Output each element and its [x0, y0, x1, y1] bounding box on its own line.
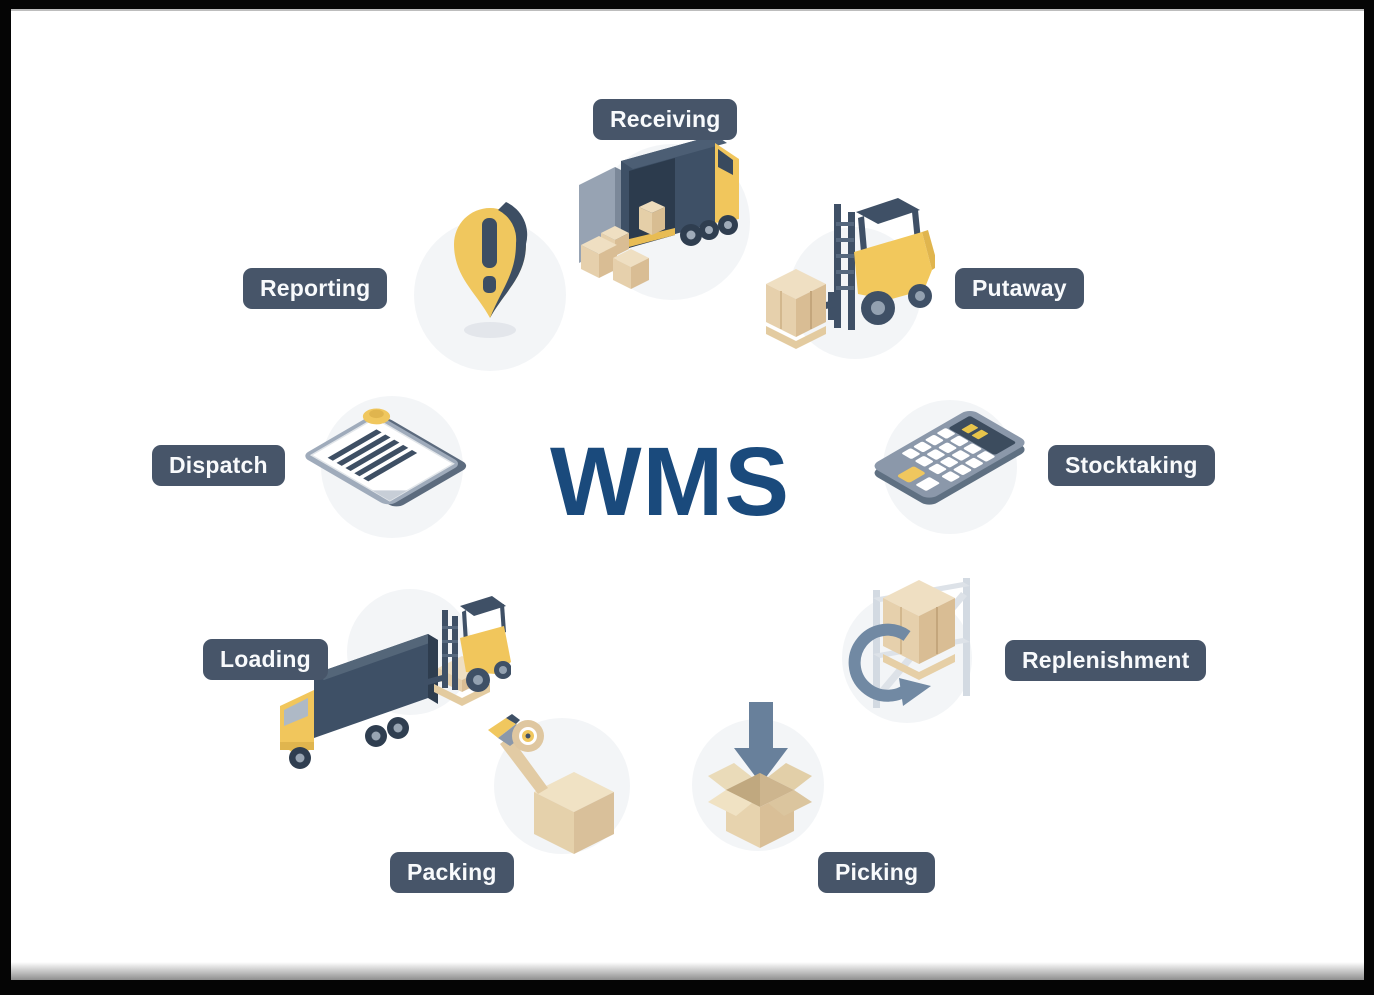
- label-packing: Packing: [390, 852, 514, 893]
- truck-forklift-loading-icon: [280, 596, 511, 769]
- frame-edge-left: [0, 0, 11, 995]
- label-replenishment-text: Replenishment: [1022, 647, 1190, 673]
- label-stocktaking-text: Stocktaking: [1065, 452, 1198, 478]
- label-stocktaking: Stocktaking: [1048, 445, 1215, 486]
- alert-location-pin-icon: [454, 202, 528, 338]
- delivery-truck-unloading-icon: [579, 135, 739, 289]
- frame-edge-top: [0, 0, 1374, 9]
- center-title: WMS: [549, 427, 791, 536]
- label-receiving-text: Receiving: [610, 106, 721, 132]
- forklift-pallet-icon: [766, 198, 935, 349]
- label-reporting-text: Reporting: [260, 275, 371, 301]
- frame-top-line: [0, 9, 1374, 11]
- frame-edge-right: [1364, 0, 1374, 995]
- tape-dispenser-box-icon: [488, 714, 614, 854]
- label-loading-text: Loading: [220, 646, 311, 672]
- clipboard-checklist-icon: [305, 408, 467, 507]
- label-reporting: Reporting: [243, 268, 388, 309]
- label-picking: Picking: [818, 852, 936, 893]
- calculator-icon: [874, 411, 1025, 505]
- open-box-down-arrow-icon: [708, 702, 812, 848]
- label-replenishment: Replenishment: [1005, 640, 1207, 681]
- label-loading: Loading: [203, 639, 328, 680]
- label-putaway-text: Putaway: [972, 275, 1067, 301]
- label-packing-text: Packing: [407, 859, 497, 885]
- label-picking-text: Picking: [835, 859, 919, 885]
- label-dispatch-text: Dispatch: [169, 452, 268, 478]
- frame-edge-bottom: [0, 980, 1374, 995]
- label-receiving: Receiving: [593, 99, 738, 140]
- label-dispatch: Dispatch: [152, 445, 285, 486]
- label-putaway: Putaway: [955, 268, 1084, 309]
- frame-bottom-shadow: [0, 962, 1374, 980]
- rack-refresh-icon: [848, 578, 970, 708]
